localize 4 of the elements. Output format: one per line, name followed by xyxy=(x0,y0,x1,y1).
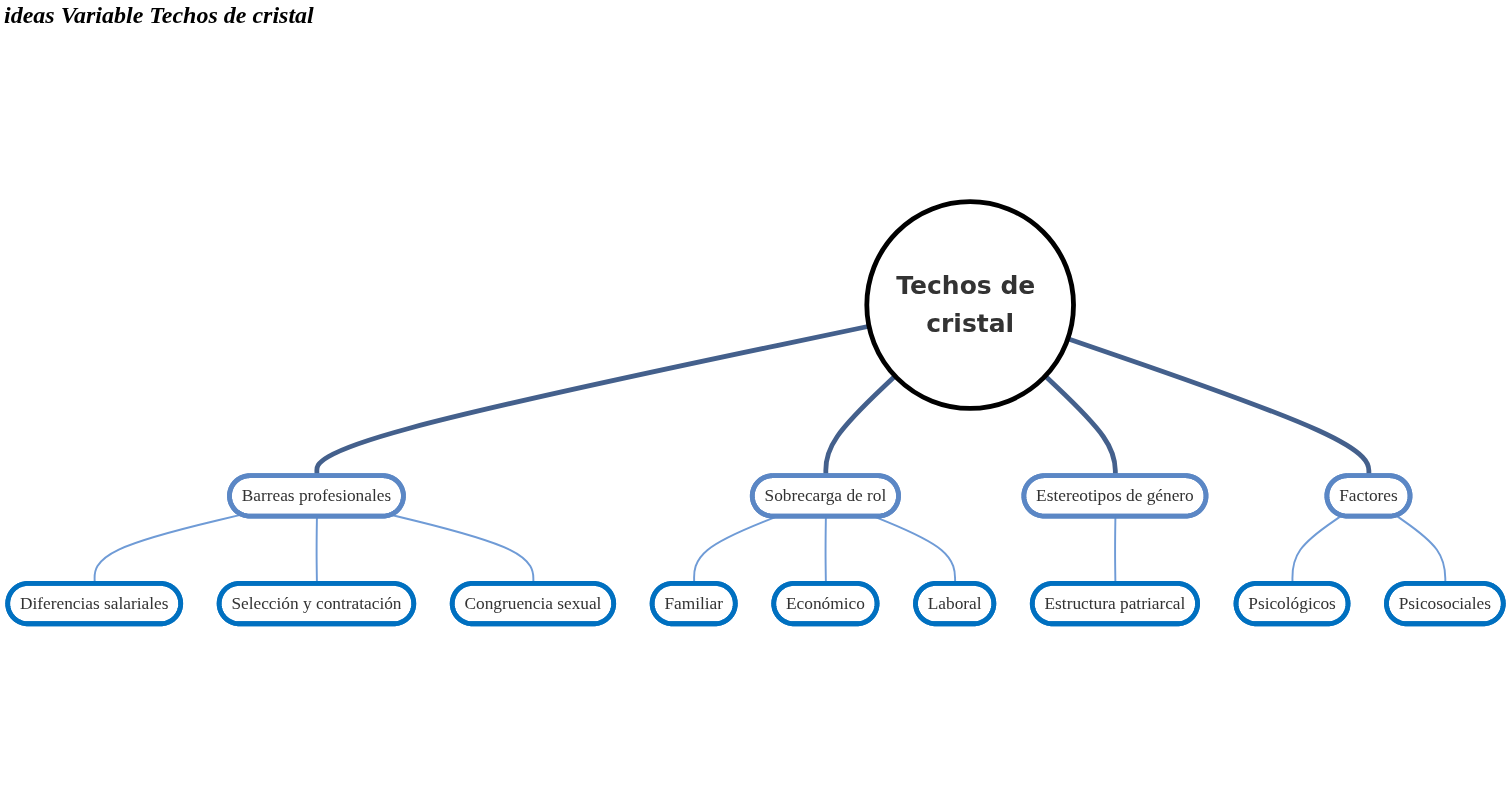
diagram-title: ideas Variable Techos de cristal xyxy=(4,2,314,29)
node-circle: Techos de cristal xyxy=(864,199,1076,411)
connector xyxy=(823,374,897,476)
connector xyxy=(1043,374,1118,476)
